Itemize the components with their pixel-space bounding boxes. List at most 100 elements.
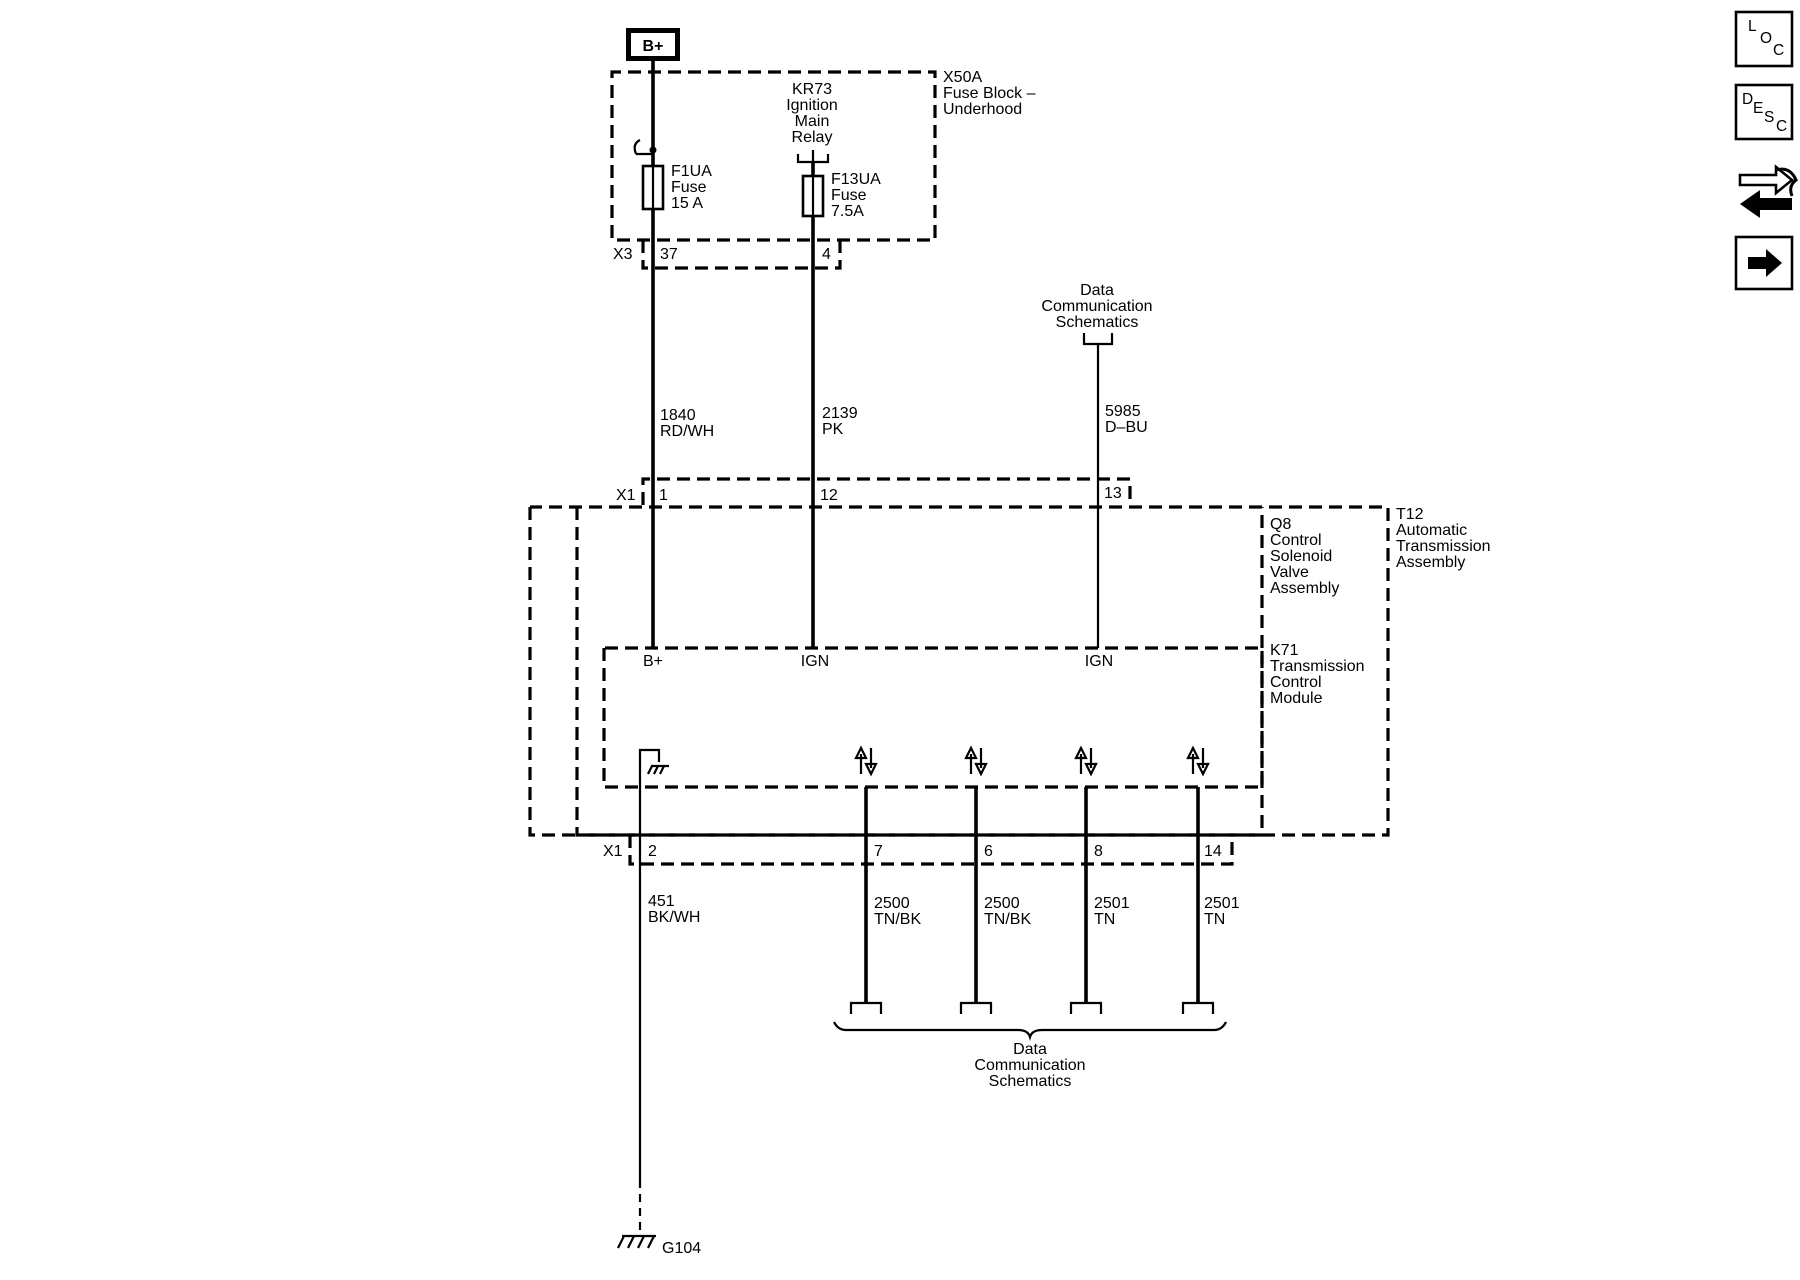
x3-name: X3 [613, 246, 633, 263]
x1-top-pin-13: 13 [1104, 485, 1122, 502]
x1-top-name: X1 [616, 487, 636, 504]
wire-2501b-circuit: 2501 [1204, 895, 1240, 912]
fuse1-name: F1UA [671, 163, 712, 180]
t12-line-1: T12 [1396, 506, 1424, 523]
data-comm-ref-bottom: Data Communication Schematics [974, 1041, 1085, 1090]
q8-line-1: Q8 [1270, 516, 1291, 533]
x1-bottom-pin-14: 14 [1204, 843, 1222, 860]
wire-2500b-circuit: 2500 [984, 895, 1020, 912]
battery-label: B+ [643, 38, 664, 55]
x1-top-pin-1: 1 [659, 487, 668, 504]
data-comm-top-1: Data [1080, 282, 1114, 299]
fuse-block-x50a: X50A Fuse Block – Underhood [610, 69, 1036, 242]
q8-line-2: Control [1270, 532, 1322, 549]
x1-top-pin-12: 12 [820, 487, 838, 504]
ground-g104: G104 [617, 1180, 701, 1257]
fuse-block-name: X50A [943, 69, 982, 86]
desc-d: D [1742, 91, 1753, 108]
assembly-q8: Q8 Control Solenoid Valve Assembly [575, 507, 1339, 837]
connector-x1-top: X1 1 12 13 [616, 477, 1132, 505]
ground-name: G104 [662, 1240, 701, 1257]
data-comm-bottom-2: Communication [974, 1057, 1085, 1074]
assembly-t12: T12 Automatic Transmission Assembly [528, 505, 1491, 837]
wire-2501b-color: TN [1204, 911, 1225, 928]
wire-2139-circuit: 2139 [822, 405, 858, 422]
bottom-wire-labels: 451 BK/WH 2500 TN/BK 2500 TN/BK 2501 TN … [648, 893, 1240, 928]
data-comm-top-2: Communication [1041, 298, 1152, 315]
loc-o: O [1760, 30, 1772, 47]
relay-line-4: Relay [792, 129, 833, 146]
loc-button[interactable]: L O C [1734, 10, 1794, 68]
connector-end-view-icon [1738, 164, 1798, 218]
module-k71: K71 Transmission Control Module B+ IGN I… [602, 642, 1365, 789]
relay-line-3: Main [795, 113, 830, 130]
data-comm-top-3: Schematics [1056, 314, 1139, 331]
data-comm-ref-top: Data Communication Schematics [1041, 282, 1153, 346]
wire-2501a-circuit: 2501 [1094, 895, 1130, 912]
bidirectional-arrow-icon [964, 745, 988, 777]
fuse-block-desc-2: Underhood [943, 101, 1022, 118]
k71-line-3: Control [1270, 674, 1322, 691]
wire-2500b-color: TN/BK [984, 911, 1031, 928]
desc-c: C [1776, 118, 1787, 135]
battery-power-box: B+ [626, 28, 680, 61]
fuse2-rating: 7.5A [831, 203, 864, 220]
x1-bottom-pin-7: 7 [874, 843, 883, 860]
fuse2-type: Fuse [831, 187, 867, 204]
connector-end-view-button[interactable] [1738, 164, 1798, 218]
wire-2500a-circuit: 2500 [874, 895, 910, 912]
internal-ground-icon [638, 748, 669, 787]
next-button[interactable] [1734, 235, 1794, 291]
wire-1840-color: RD/WH [660, 423, 714, 440]
relay-line-1: KR73 [792, 81, 832, 98]
wire-451-color: BK/WH [648, 909, 700, 926]
q8-line-3: Solenoid [1270, 548, 1332, 565]
fuse2-name: F13UA [831, 171, 881, 188]
wire-2500a-color: TN/BK [874, 911, 921, 928]
x3-pin-37: 37 [660, 246, 678, 263]
wire-5985-circuit: 5985 [1105, 403, 1141, 420]
data-comm-bottom-1: Data [1013, 1041, 1047, 1058]
connector-x3: X3 37 4 [613, 240, 842, 270]
x1-bottom-pin-2: 2 [648, 843, 657, 860]
wire-451-circuit: 451 [648, 893, 675, 910]
data-comm-bottom-3: Schematics [989, 1073, 1072, 1090]
t12-line-4: Assembly [1396, 554, 1465, 571]
t12-line-3: Transmission [1396, 538, 1491, 555]
fuse1-type: Fuse [671, 179, 707, 196]
desc-button[interactable]: D E S C [1734, 83, 1794, 141]
loc-l: L [1748, 18, 1757, 35]
ground-icon [617, 1234, 656, 1249]
fuse1-rating: 15 A [671, 195, 703, 212]
x1-bottom-name: X1 [603, 843, 623, 860]
t12-line-2: Automatic [1396, 522, 1467, 539]
desc-e: E [1753, 100, 1763, 117]
connector-x1-bottom: X1 2 7 6 8 14 [603, 835, 1234, 866]
wire-2501a-color: TN [1094, 911, 1115, 928]
k71-line-4: Module [1270, 690, 1323, 707]
fuse-f13ua: F13UA Fuse 7.5A [801, 170, 881, 222]
x1-bottom-pin-8: 8 [1094, 843, 1103, 860]
data-arrows [854, 745, 1210, 777]
fuse-block-desc-1: Fuse Block – [943, 85, 1036, 102]
bidirectional-arrow-icon [854, 745, 878, 777]
arrow-right-icon [1748, 249, 1782, 277]
relay-kr73: KR73 Ignition Main Relay [786, 81, 838, 164]
q8-line-4: Valve [1270, 564, 1309, 581]
k71-line-1: K71 [1270, 642, 1299, 659]
k71-input-ign-2: IGN [1085, 653, 1113, 670]
fuse-f1ua: F1UA Fuse 15 A [641, 160, 712, 215]
relay-line-2: Ignition [786, 97, 838, 114]
bidirectional-arrow-icon [1186, 745, 1210, 777]
x3-pin-4: 4 [822, 246, 831, 263]
desc-s: S [1764, 109, 1774, 126]
bidirectional-arrow-icon [1074, 745, 1098, 777]
reference-brace [833, 1021, 1227, 1041]
q8-line-5: Assembly [1270, 580, 1339, 597]
k71-input-bplus: B+ [643, 653, 663, 670]
x1-bottom-pin-6: 6 [984, 843, 993, 860]
k71-line-2: Transmission [1270, 658, 1365, 675]
data-comm-terminations [833, 1001, 1227, 1041]
k71-input-ign-1: IGN [801, 653, 829, 670]
